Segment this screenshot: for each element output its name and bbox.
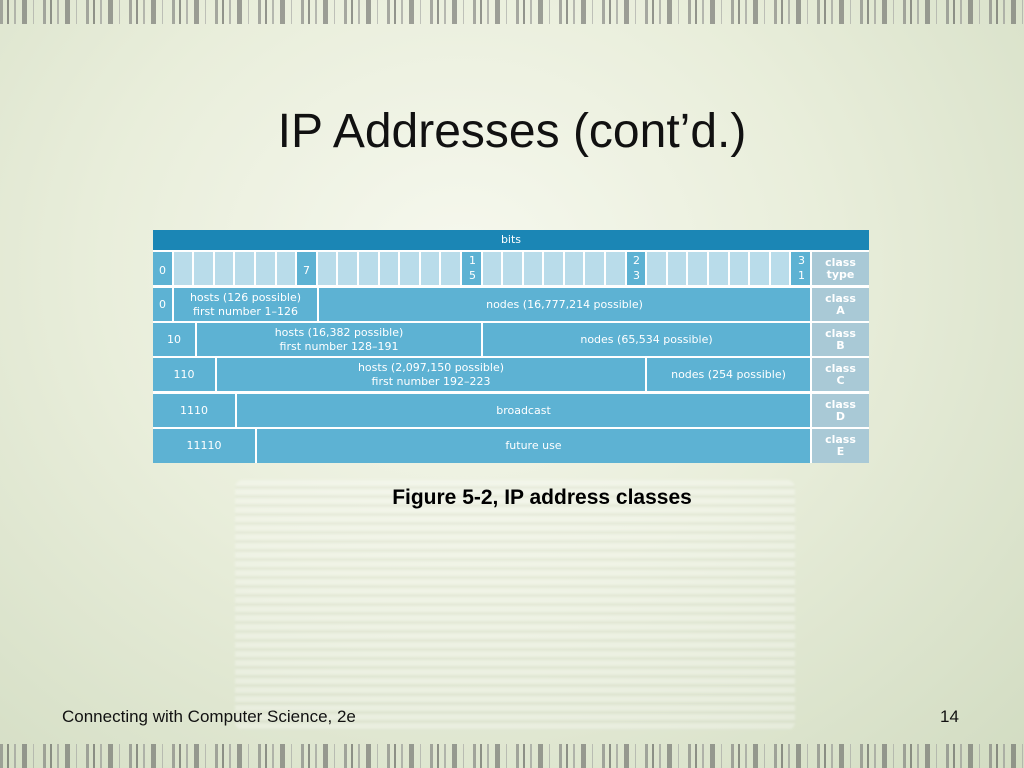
bit-cell [255,252,275,285]
class-e-label: class E [812,429,869,463]
bit-cell [317,252,337,285]
bit-cell [194,252,213,285]
bit-cell [626,252,646,285]
class-a-hosts-line2: first number 1–126 [193,304,298,318]
class-c-hosts-line2: first number 192–223 [371,374,491,388]
bit-cell [461,252,481,285]
bit-cell [276,252,296,285]
class-type-line2: type [826,267,855,281]
bit-cell [523,252,543,285]
class-b-hosts-line2: first number 128–191 [279,339,399,353]
class-b-label: class B [812,323,869,356]
bit-cell [503,252,522,285]
bit-cell [606,252,625,285]
class-c-hosts: hosts (2,097,150 possible) first number … [217,358,645,391]
class-d-label: class D [812,394,869,427]
class-b-label-line1: class [825,326,856,340]
class-e-label-line2: E [836,445,845,458]
class-c-nodes: nodes (254 possible) [647,358,810,391]
bottom-barcode-decoration [0,744,1024,768]
bit-cell [770,252,790,285]
class-c-prefix: 110 [153,358,215,391]
class-c-label-line1: class [825,361,856,375]
class-a-label-line1: class [825,291,856,305]
bit-marker-15-top: 1 [469,254,476,267]
bit-cell [585,252,605,285]
page-number: 14 [940,707,959,726]
class-e-label-line1: class [825,433,856,446]
bit-cell [564,252,584,285]
bit-marker-7: 7 [303,264,310,277]
class-c-hosts-line1: hosts (2,097,150 possible) [357,360,505,374]
class-a-hosts-line1: hosts (126 possible) [189,290,302,304]
class-d-prefix: 1110 [153,394,235,427]
figure-caption: Figure 5-2, IP address classes [392,486,692,509]
paper-stack-background [235,480,795,730]
bit-cell [709,252,728,285]
bit-cell [235,252,254,285]
bit-cell [482,252,502,285]
class-e-future-use: future use [257,429,810,463]
class-b-prefix: 10 [153,323,195,356]
bit-cell [420,252,440,285]
class-a-nodes: nodes (16,777,214 possible) [319,288,810,321]
bits-header: bits [153,230,869,250]
class-c-label: class C [812,358,869,391]
bit-marker-31-top: 3 [798,254,805,267]
bit-cell [400,252,419,285]
bit-cell [379,252,399,285]
bit-cell [750,252,769,285]
class-c-label-line2: C [836,373,845,387]
bit-marker-0: 0 [159,264,166,277]
bit-cell [153,252,172,285]
class-a-label: class A [812,288,869,321]
bit-cell [688,252,708,285]
bit-cell [544,252,563,285]
class-a-hosts: hosts (126 possible) first number 1–126 [174,288,317,321]
bit-cell [297,252,316,285]
bit-marker-15-bottom: 5 [469,269,476,282]
bit-cell [647,252,666,285]
bit-cell [358,252,378,285]
class-d-label-line2: D [835,409,846,423]
bit-cell [791,252,810,285]
class-a-label-line2: A [836,303,845,317]
class-d-broadcast: broadcast [237,394,810,427]
class-type-line1: class [825,255,856,269]
class-b-label-line2: B [836,338,845,352]
bit-cell [214,252,234,285]
class-b-nodes: nodes (65,534 possible) [483,323,810,356]
bit-marker-23-top: 2 [633,254,640,267]
class-d-label-line1: class [825,397,856,411]
top-barcode-decoration [0,0,1024,24]
slide-title: IP Addresses (cont’d.) [277,105,747,159]
class-b-hosts-line1: hosts (16,382 possible) [274,325,404,339]
bit-marker-31-bottom: 1 [798,269,805,282]
bit-cell [667,252,687,285]
class-type-label: class type [812,252,869,285]
bit-marker-23-bottom: 3 [633,269,640,282]
bit-cell [441,252,460,285]
bit-cell [173,252,193,285]
footer-course-title: Connecting with Computer Science, 2e [62,707,356,726]
bit-cell [338,252,357,285]
diagram-canvas: bits 0 7 1 5 2 3 3 1 class type 0 hosts … [153,230,869,463]
ip-address-classes-diagram: bits 0 7 1 5 2 3 3 1 class type 0 hosts … [153,230,869,463]
class-e-prefix: 11110 [153,429,255,463]
class-a-prefix: 0 [153,288,172,321]
class-b-hosts: hosts (16,382 possible) first number 128… [197,323,481,356]
bit-cell [729,252,749,285]
